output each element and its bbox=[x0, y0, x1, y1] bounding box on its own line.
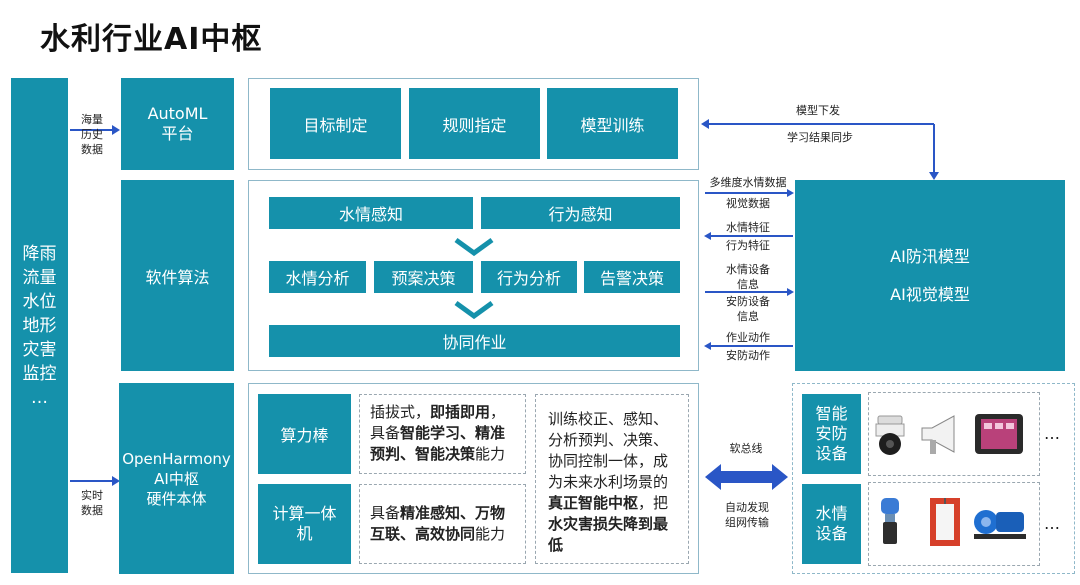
behavior-perception-box: 行为感知 bbox=[481, 197, 680, 229]
collaborative-work-box: 协同作业 bbox=[269, 325, 680, 357]
realtime-data-label: 实时 数据 bbox=[81, 489, 103, 517]
right-arrow bbox=[705, 288, 794, 296]
chevron-down-icon bbox=[454, 300, 494, 320]
compute-unit-label: 计算一体 机 bbox=[258, 484, 351, 564]
auto-discovery-label: 自动发现 组网传输 bbox=[725, 501, 769, 529]
model-deploy-label: 模型下发 bbox=[796, 104, 840, 117]
water-device-info-label: 水情设备 信息 bbox=[726, 263, 770, 291]
chevron-down-icon bbox=[454, 237, 494, 257]
compute-stick-description: 插拔式，即插即用，具备智能学习、精准预判、智能决策能力 bbox=[359, 394, 526, 474]
water-perception-box: 水情感知 bbox=[269, 197, 473, 229]
level-sensor-icon bbox=[881, 498, 899, 544]
sluice-gate-icon bbox=[930, 498, 960, 546]
water-devices-label: 水情 设备 bbox=[802, 484, 861, 564]
ai-model-box: AI防汛模型 AI视觉模型 bbox=[795, 180, 1065, 371]
visual-data-label: 视觉数据 bbox=[726, 197, 770, 210]
water-feature-label: 水情特征 bbox=[726, 221, 770, 234]
left-arrow bbox=[704, 232, 793, 240]
security-device-info-label: 安防设备 信息 bbox=[726, 295, 770, 323]
left-arrow bbox=[704, 342, 793, 350]
learning-sync-label: 学习结果同步 bbox=[787, 131, 853, 144]
summary-description: 训练校正、感知、分析预判、决策、协同控制一体，成为未来水利场景的真正智能中枢，把… bbox=[535, 394, 689, 564]
vision-model-label: AI视觉模型 bbox=[890, 284, 970, 304]
automl-platform-label: AutoML 平台 bbox=[121, 78, 234, 170]
model-training-box: 模型训练 bbox=[547, 88, 678, 159]
data-source-column: 降雨 流量 水位 地形 灾害 监控 … bbox=[11, 78, 68, 573]
behavior-analysis-box: 行为分析 bbox=[481, 261, 577, 293]
realtime-data-arrow bbox=[70, 476, 120, 486]
operation-action-label: 作业动作 bbox=[726, 331, 770, 344]
tablet-icon bbox=[975, 414, 1023, 454]
water-analysis-box: 水情分析 bbox=[269, 261, 366, 293]
right-arrow bbox=[705, 189, 794, 197]
dome-camera-icon bbox=[875, 415, 905, 455]
more-security-devices: … bbox=[1044, 424, 1060, 443]
plan-decision-box: 预案决策 bbox=[374, 261, 473, 293]
water-pump-icon bbox=[974, 510, 1026, 539]
multi-dim-water-data-label: 多维度水情数据 bbox=[709, 176, 787, 189]
rule-setting-box: 规则指定 bbox=[409, 88, 540, 159]
model-sync-arrow bbox=[701, 119, 939, 180]
behavior-feature-label: 行为特征 bbox=[726, 239, 770, 252]
security-action-label: 安防动作 bbox=[726, 349, 770, 362]
soft-bus-double-arrow bbox=[705, 464, 788, 490]
hardware-body-label: OpenHarmony AI中枢 硬件本体 bbox=[119, 383, 234, 574]
page-title: 水利行业AI中枢 bbox=[40, 22, 263, 57]
flood-model-label: AI防汛模型 bbox=[890, 246, 970, 266]
more-water-devices: … bbox=[1044, 514, 1060, 533]
goal-setting-box: 目标制定 bbox=[270, 88, 401, 159]
software-algorithm-label: 软件算法 bbox=[121, 180, 234, 371]
soft-bus-label: 软总线 bbox=[729, 442, 763, 455]
compute-unit-description: 具备精准感知、万物互联、高效协同能力 bbox=[359, 484, 526, 564]
compute-stick-label: 算力棒 bbox=[258, 394, 351, 474]
alarm-decision-box: 告警决策 bbox=[584, 261, 680, 293]
security-devices-label: 智能 安防 设备 bbox=[802, 394, 861, 474]
history-data-label: 海量 历史 数据 bbox=[81, 113, 103, 156]
loudspeaker-icon bbox=[921, 415, 955, 454]
history-data-arrow bbox=[70, 125, 120, 135]
